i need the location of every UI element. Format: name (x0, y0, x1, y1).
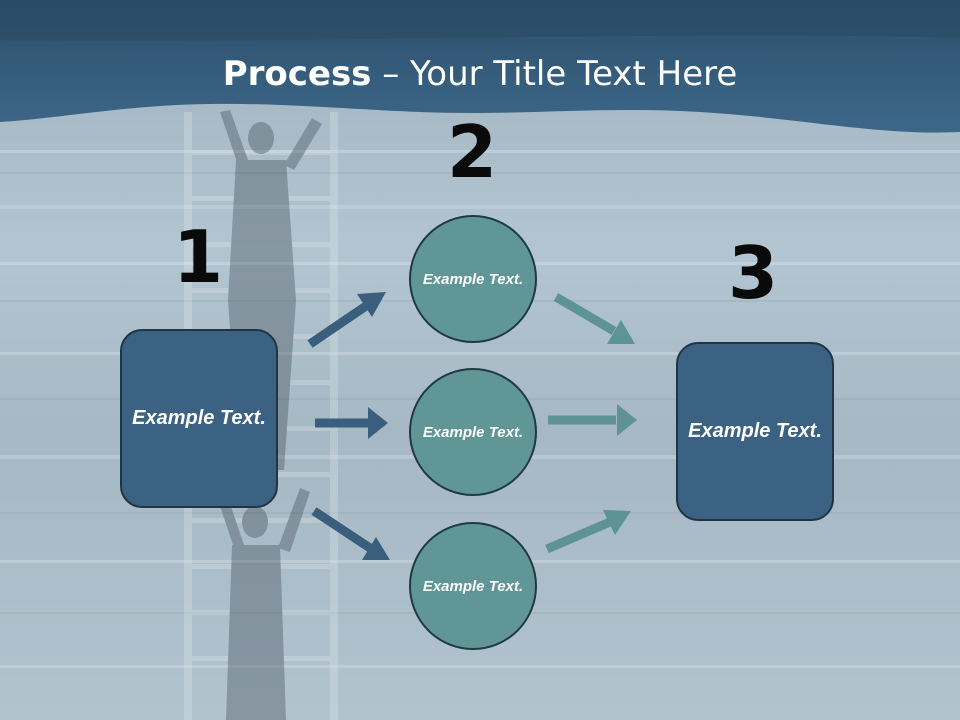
step-2-circle-bottom: Example Text. (409, 522, 537, 650)
step-2-circle-middle: Example Text. (409, 368, 537, 496)
step-2-label-top: Example Text. (422, 270, 524, 288)
step-1-box: Example Text. (120, 329, 278, 508)
step-number-1: 1 (172, 215, 224, 299)
step-2-label-middle: Example Text. (422, 423, 524, 441)
step-number-3: 3 (727, 231, 779, 315)
title-bold: Process (222, 54, 372, 94)
title-rest: – Your Title Text Here (371, 54, 738, 94)
arrow-top-to-3 (553, 293, 635, 344)
slide-title: Process – Your Title Text Here (0, 52, 960, 96)
step-3-box: Example Text. (676, 342, 834, 521)
arrow-1-to-bottom (311, 507, 390, 560)
step-2-label-bottom: Example Text. (422, 577, 524, 595)
arrow-1-to-middle (315, 407, 388, 439)
arrow-1-to-top (307, 292, 386, 348)
step-number-2: 2 (446, 110, 498, 194)
step-2-circle-top: Example Text. (409, 215, 537, 343)
arrow-middle-to-3 (548, 404, 637, 436)
step-1-label: Example Text. (132, 407, 266, 429)
step-3-label: Example Text. (688, 420, 822, 442)
arrow-bottom-to-3 (545, 510, 631, 554)
